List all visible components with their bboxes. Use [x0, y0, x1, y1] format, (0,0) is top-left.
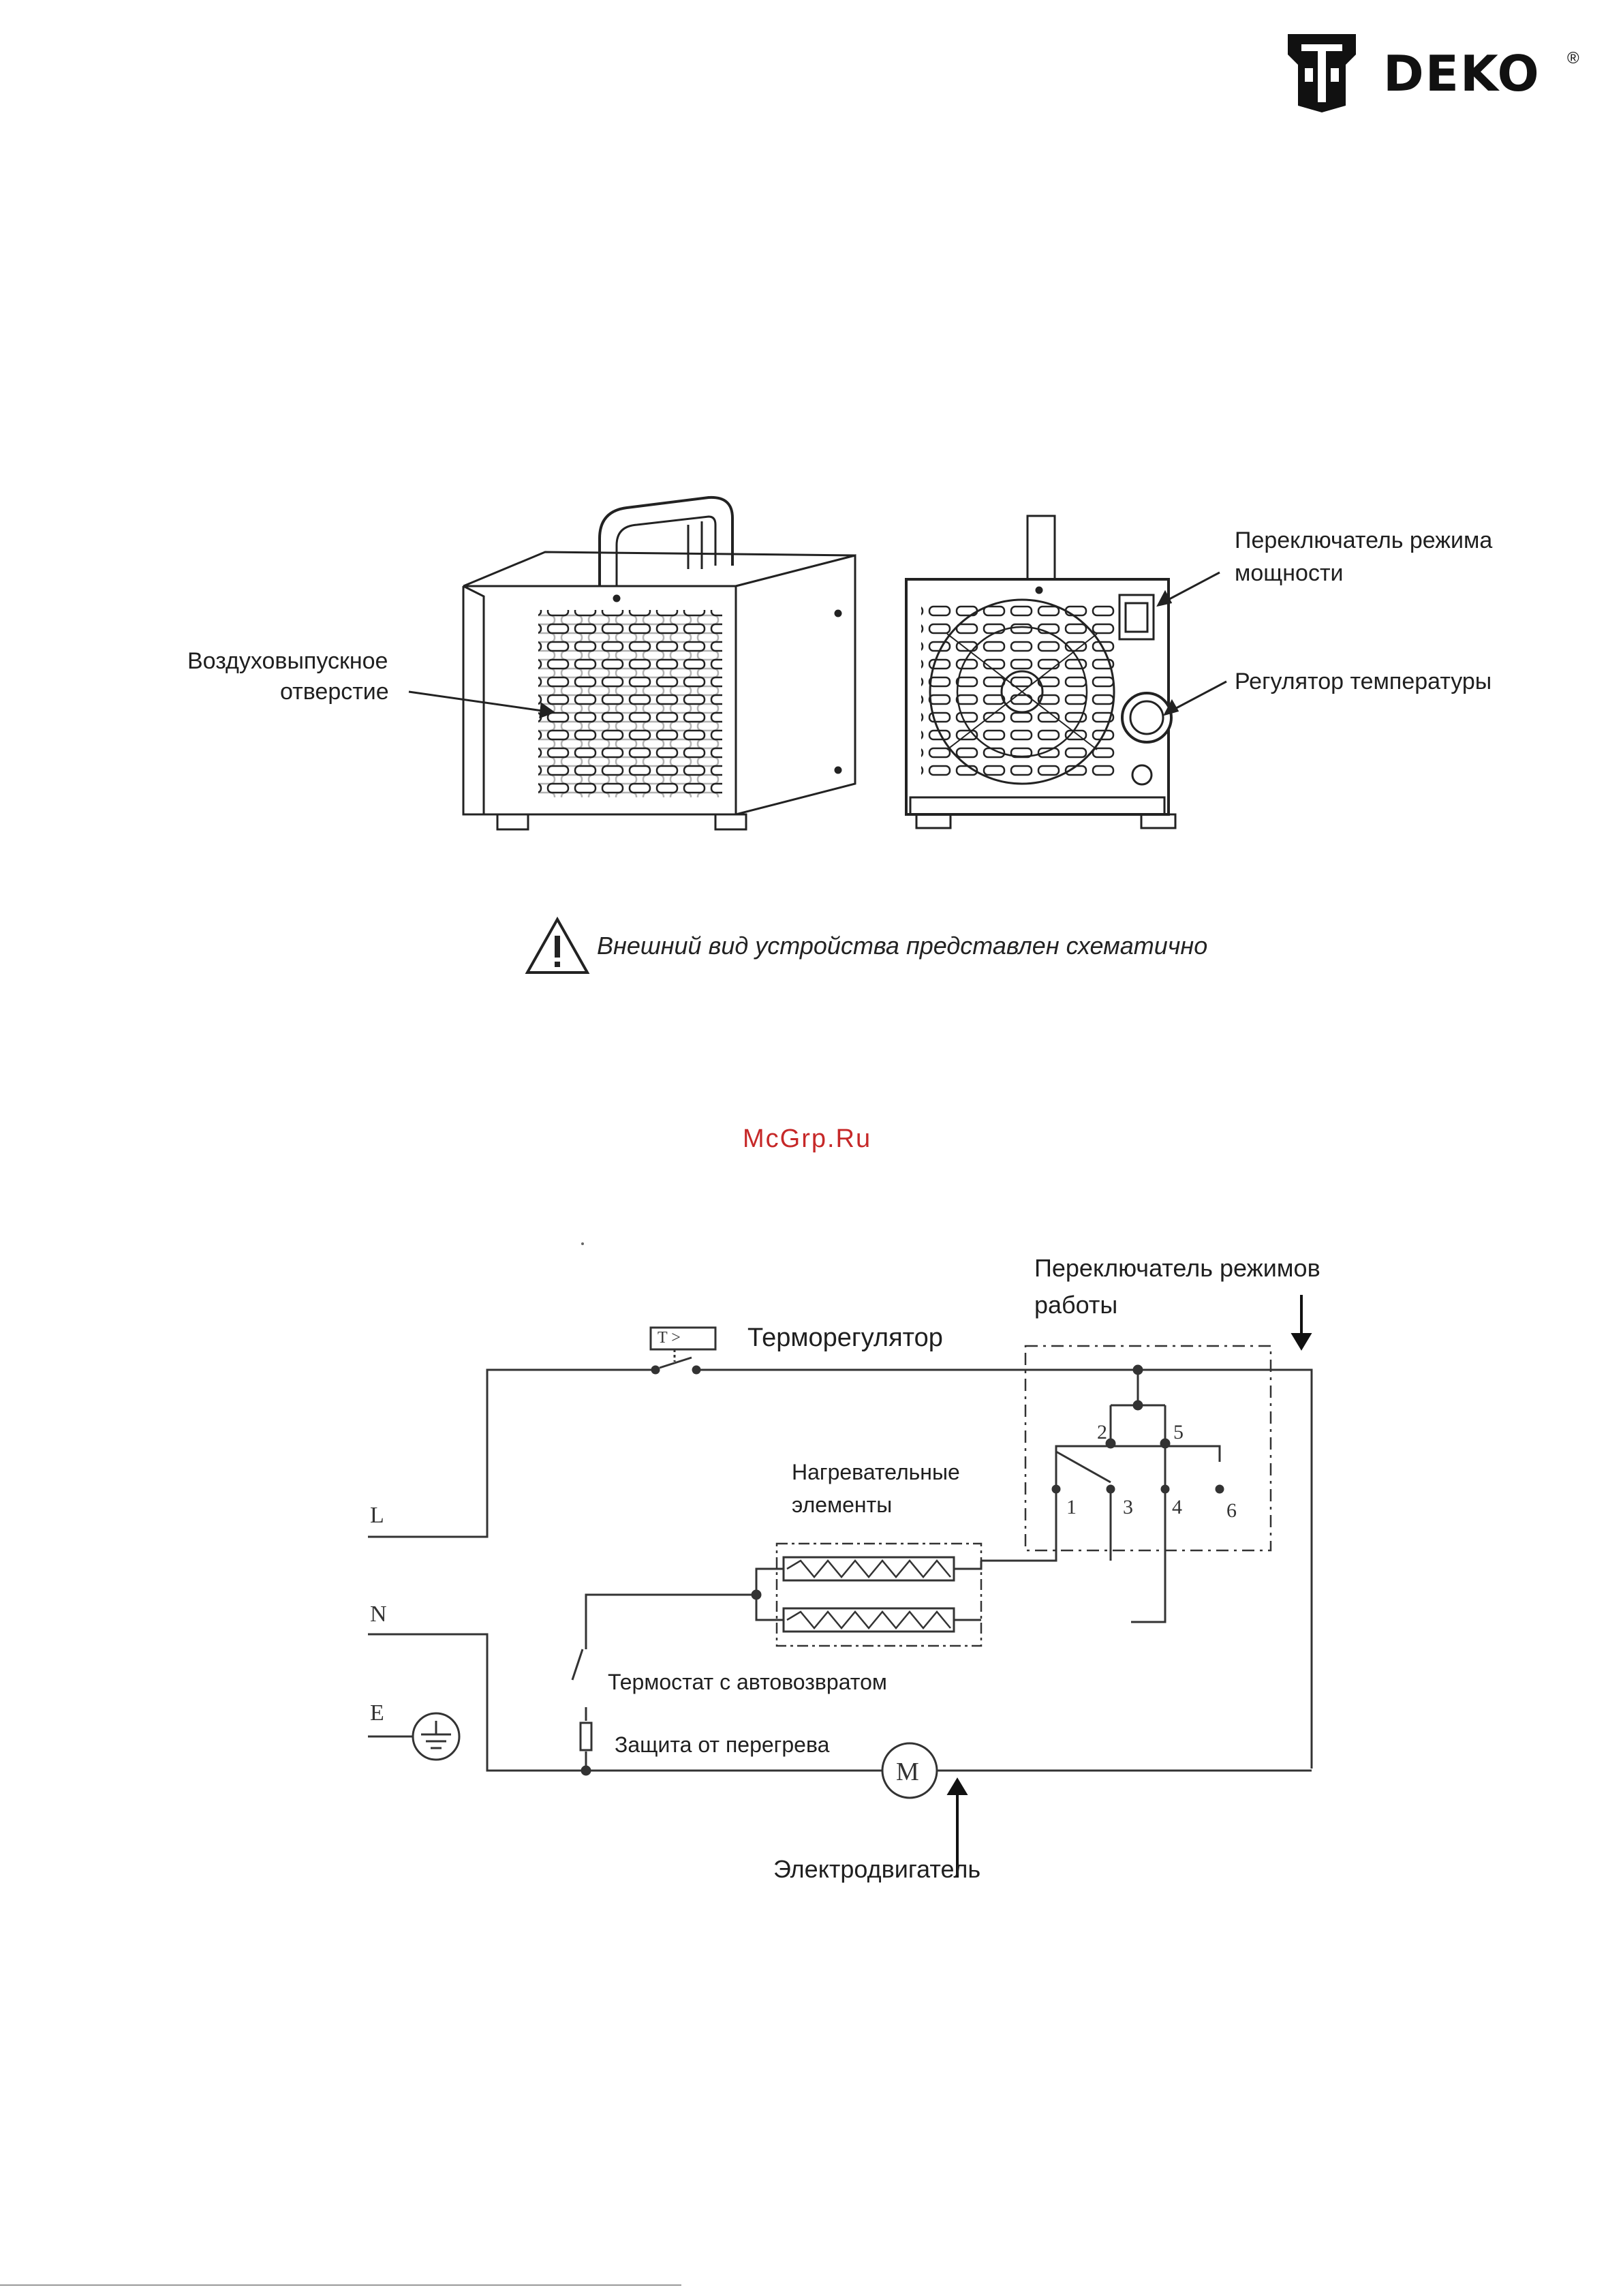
footer-rule: [0, 2284, 681, 2286]
mode-switch-label-1: Переключатель режимов: [1034, 1251, 1320, 1285]
thermoregulator-label: Терморегулятор: [747, 1321, 943, 1355]
motor-label: Электродвигатель: [773, 1852, 980, 1886]
terminal-L: L: [370, 1503, 384, 1529]
warning-text: Внешний вид устройства представлен схема…: [597, 932, 1207, 960]
thermoregulator-symbol: T >: [658, 1329, 681, 1347]
contact-2: 2: [1097, 1421, 1107, 1444]
contact-5: 5: [1173, 1421, 1184, 1444]
power-switch-label-2: мощности: [1235, 556, 1344, 590]
warning-note: Внешний вид устройства представлен схема…: [525, 917, 1247, 978]
contact-1: 1: [1066, 1496, 1077, 1519]
contact-4: 4: [1172, 1496, 1182, 1519]
mode-switch-label-2: работы: [1034, 1288, 1117, 1322]
watermark: McGrp.Ru: [743, 1124, 871, 1154]
temp-regulator-label: Регулятор температуры: [1235, 664, 1491, 699]
air-outlet-label-2: отверстие: [280, 675, 389, 709]
contact-3: 3: [1123, 1496, 1133, 1519]
warning-triangle-icon: [525, 917, 590, 975]
heating-elements-label-1: Нагревательные: [792, 1455, 960, 1489]
terminal-N: N: [370, 1602, 387, 1627]
motor-symbol: M: [896, 1757, 919, 1787]
heater-illustration: [0, 0, 1623, 886]
heating-elements-label-2: элементы: [792, 1488, 892, 1522]
overheat-protection-label: Защита от перегрева: [615, 1728, 829, 1762]
heater-front-view: [463, 498, 855, 829]
heater-rear-view: [906, 516, 1175, 828]
auto-thermostat-label: Термостат с автовозвратом: [608, 1665, 887, 1699]
air-outlet-label-1: Воздуховыпускное: [187, 644, 388, 678]
contact-6: 6: [1226, 1499, 1237, 1522]
terminal-E: E: [370, 1700, 384, 1726]
power-switch-label-1: Переключатель режима: [1235, 523, 1492, 557]
